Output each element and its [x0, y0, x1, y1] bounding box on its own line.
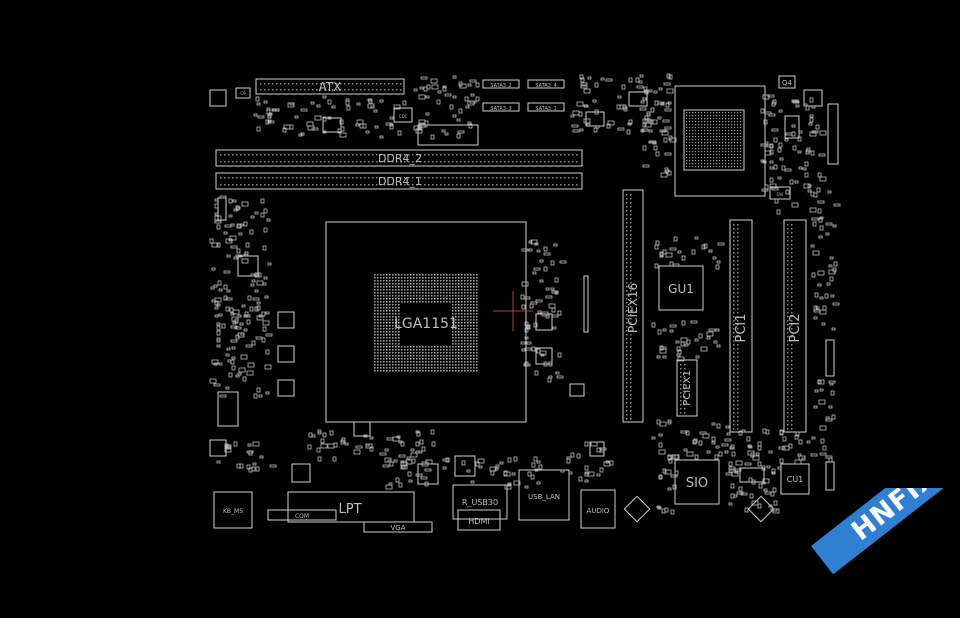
vga-port — [363, 521, 433, 533]
audio-label: AUDIO — [587, 507, 610, 515]
component — [417, 124, 479, 146]
dvi-label: DVI — [777, 192, 784, 197]
sata-connector — [527, 102, 565, 112]
sata-label: SATA3_3 — [490, 106, 511, 112]
slot-pin-rows — [220, 83, 793, 430]
ddr4-2-label: DDR4_2 — [378, 152, 422, 165]
q4-label: Q4 — [782, 79, 793, 87]
ddr4-2-slot — [215, 149, 583, 167]
atx-connector — [255, 78, 405, 95]
pch-chip — [674, 85, 766, 197]
com-label: COM — [295, 513, 309, 520]
component — [583, 275, 589, 333]
component — [217, 197, 227, 221]
component — [277, 311, 295, 329]
component — [454, 455, 476, 477]
pci1-label: PCI1 — [734, 313, 749, 342]
component — [827, 103, 839, 165]
component — [277, 345, 295, 363]
ddr4-1-slot — [215, 172, 583, 190]
component — [569, 383, 585, 397]
component — [535, 313, 553, 331]
pciex16-slot — [622, 189, 644, 423]
component — [784, 115, 800, 139]
hdmi-label: HDMI — [468, 517, 489, 526]
sio-label: SIO — [686, 476, 708, 491]
component — [778, 75, 796, 89]
sata-connector — [527, 79, 565, 89]
hdmi-port — [457, 509, 501, 531]
board-outline — [209, 75, 839, 533]
component — [209, 89, 227, 107]
lpt-label: LPT — [338, 502, 361, 517]
component — [623, 495, 651, 523]
component — [393, 107, 413, 123]
sata-label: SATA3_2 — [490, 83, 511, 89]
component — [235, 87, 251, 99]
sata-connector — [482, 102, 520, 112]
cd1-label: CD1 — [399, 114, 408, 119]
cpu-pin-field — [374, 112, 742, 372]
component — [353, 421, 371, 437]
pciex1-label: PCIEX1 — [682, 370, 693, 406]
vga-label: VGA — [390, 524, 405, 532]
component — [825, 339, 835, 377]
kb-ms-port — [213, 491, 253, 529]
pci2-label: PCI2 — [788, 313, 803, 342]
component — [628, 91, 648, 107]
usb-lan-label: USB_LAN — [528, 493, 560, 501]
watermark: HNFIX.VN — [785, 488, 960, 618]
com-header — [267, 509, 337, 521]
watermark-band: HNFIX.VN — [811, 488, 960, 575]
component — [769, 186, 791, 200]
component — [291, 463, 311, 483]
component — [217, 391, 239, 427]
component — [747, 495, 775, 523]
component — [825, 461, 835, 491]
sata-label: SATA3_4 — [535, 83, 556, 89]
ddr4-1-label: DDR4_1 — [378, 175, 422, 188]
gu1-label: GU1 — [668, 282, 694, 296]
atx-label: ATX — [319, 80, 342, 94]
audio-jack — [580, 489, 616, 529]
component — [277, 379, 295, 397]
lpt-port — [287, 491, 415, 523]
c9-label: C9 — [240, 91, 246, 96]
gu1-chip — [658, 265, 704, 311]
watermark-text: HNFIX.VN — [846, 488, 960, 547]
cu1-label: CU1 — [787, 475, 804, 484]
usb30-port — [452, 484, 508, 520]
sata-label: SATA3_1 — [535, 106, 556, 112]
pch-die — [683, 109, 745, 171]
smd-pads — [209, 73, 841, 515]
sata-connector — [482, 79, 520, 89]
component — [209, 439, 227, 457]
cpu-label: LGA1151 — [394, 316, 458, 332]
pci1-slot — [729, 219, 753, 433]
usb30-label: R_USB30 — [462, 498, 498, 507]
usb-lan-port — [518, 469, 570, 521]
pciex16-label: PCIEX16 — [626, 283, 640, 333]
sio-chip — [674, 459, 720, 505]
kb-ms-label: KB_MS — [223, 508, 243, 515]
pci2-slot — [783, 219, 807, 433]
component — [322, 117, 342, 133]
crosshair-cursor — [493, 291, 533, 331]
pciex1-slot — [676, 359, 698, 417]
